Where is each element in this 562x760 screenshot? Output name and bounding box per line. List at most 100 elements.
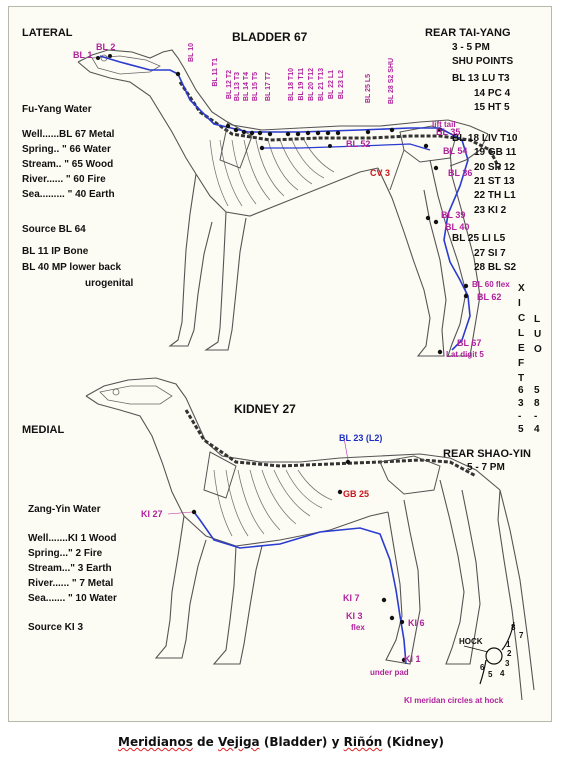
top-bladder-meridian [99, 55, 471, 351]
bladder-title: BLADDER 67 [232, 30, 308, 44]
element-row: Well......BL 67 Metal [22, 129, 115, 140]
hock-number: 2 [507, 649, 512, 658]
column-letter: X [518, 283, 525, 294]
label-ki7: KI 7 [343, 593, 360, 603]
hock-number: 6 [480, 663, 485, 672]
bottom-view-label: MEDIAL [22, 424, 65, 436]
column-letter: L [534, 314, 541, 325]
bottom-dog-spine [184, 409, 477, 478]
label-bl54: BL 54 [443, 146, 468, 156]
hock-number: 5 [488, 670, 493, 679]
label-ki1: KI 1 [404, 654, 421, 664]
label-bl2: BL 2 [96, 42, 116, 52]
element-row: Stream..." 3 Earth [28, 563, 112, 574]
column-letter: O [534, 344, 542, 355]
label-bl15: BL 15 T5 [252, 72, 259, 102]
label-bl60: BL 60 flex [472, 280, 510, 289]
element-row: Spring..." 2 Fire [28, 548, 103, 559]
caption-word: de [197, 735, 214, 749]
caption-word: y [331, 735, 340, 749]
top-source: Source BL 64 [22, 224, 86, 235]
label-bl52: BL 52 [346, 139, 371, 149]
element-row: Spring.. " 66 Water [22, 144, 111, 155]
shu-row: 22 TH L1 [474, 190, 516, 201]
bottom-dog-pelvis [203, 451, 441, 499]
shu-row: 28 BL S2 [474, 262, 517, 273]
label-bl28: BL 28 S2 SHU [388, 58, 395, 105]
label-circle-note: KI meridan circles at hock [404, 696, 504, 705]
label-bl36: BL 36 [448, 168, 473, 178]
hock-number: 7 [519, 631, 524, 640]
caption-word: (Kidney) [386, 735, 444, 749]
column-letter: L [518, 328, 525, 339]
caption-word: Riñón [343, 735, 383, 749]
shao-yin-time: 5 - 7 PM [467, 462, 505, 473]
label-bl18: BL 18 T10 [288, 68, 295, 101]
label-lat-digit: Lat digit 5 [446, 350, 484, 359]
bottom-source: Source KI 3 [28, 622, 84, 633]
label-cv3: CV 3 [370, 168, 391, 178]
note-urogenital: urogenital [85, 278, 134, 289]
column-letter: 6 [518, 385, 524, 396]
label-bl17: BL 17 T7 [265, 72, 272, 102]
label-bl40: BL 40 [445, 222, 470, 232]
label-bl22: BL 22 L1 [328, 70, 335, 100]
hock-number: 3 [505, 659, 510, 668]
bottom-kidney-meridian [193, 511, 407, 665]
column-letter: 5 [518, 424, 524, 435]
top-dog-ribs [209, 139, 335, 207]
shu-row: 19 GB 11 [474, 147, 517, 158]
column-letter: C [518, 313, 526, 324]
shao-yin-title: REAR SHAO-YIN [443, 448, 532, 460]
column-letter: 4 [534, 424, 540, 435]
column-letter: E [518, 343, 525, 354]
label-bl62: BL 62 [477, 292, 502, 302]
element-row: Sea....... " 10 Water [28, 593, 117, 604]
tai-yang-title: REAR TAI-YANG [425, 27, 511, 39]
label-bl10: BL 10 [188, 43, 195, 62]
shu-row: BL 13 LU T3 [452, 73, 510, 84]
label-bl19: BL 19 T11 [298, 68, 305, 101]
label-ki3: KI 3 [346, 611, 363, 621]
shu-row: 27 SI 7 [474, 248, 506, 259]
label-bl23: BL 23 L2 [338, 70, 345, 100]
label-bl14: BL 14 T4 [243, 72, 250, 102]
shu-row: 21 ST 13 [474, 176, 515, 187]
shu-row: 23 KI 2 [474, 205, 507, 216]
shu-row: 15 HT 5 [474, 102, 510, 113]
label-bl11: BL 11 T1 [212, 58, 219, 87]
label-bl25: BL 25 L5 [365, 74, 372, 104]
column-letter: T [518, 373, 525, 384]
label-gb25: GB 25 [343, 489, 370, 499]
column-letter: 3 [518, 398, 524, 409]
label-under-pad: under pad [370, 668, 409, 677]
label-ki6: KI 6 [408, 618, 425, 628]
tai-yang-time: 3 - 5 PM [452, 42, 490, 53]
label-ki27: KI 27 [141, 509, 163, 519]
element-row: Sea......... " 40 Earth [22, 189, 115, 200]
column-letter: U [534, 329, 542, 340]
note-bl40: BL 40 MP lower back [22, 262, 122, 273]
top-dog-spine [178, 81, 502, 171]
shu-points-title: SHU POINTS [452, 56, 514, 67]
column-letter: F [518, 358, 525, 369]
shu-row: BL 18 LIV T10 [452, 133, 518, 144]
bottom-dog-skull [99, 385, 173, 405]
column-letter: - [518, 411, 522, 422]
label-lift-tail: lift tail [432, 120, 456, 129]
kidney-title: KIDNEY 27 [234, 402, 296, 416]
hock-circle-diagram [463, 621, 515, 685]
top-view-label: LATERAL [22, 27, 73, 39]
note-bl11: BL 11 IP Bone [22, 246, 89, 257]
top-dog-outline [77, 49, 489, 357]
hock-number: 1 [506, 640, 511, 649]
shu-row: BL 25 LI L5 [452, 233, 506, 244]
fu-yang-title: Fu-Yang Water [22, 104, 92, 115]
element-row: Stream.. " 65 Wood [22, 159, 114, 170]
chart-panel [8, 6, 552, 722]
column-letter: - [534, 411, 538, 422]
label-bl67: BL 67 [457, 338, 482, 348]
bottom-point-dots [191, 459, 407, 663]
column-letter: 5 [534, 385, 540, 396]
